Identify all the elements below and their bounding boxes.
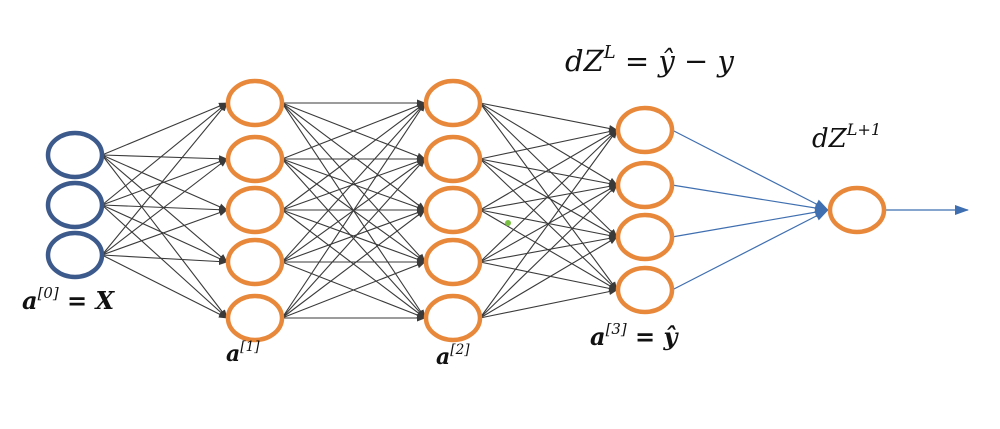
edge-l0-n0-to-n0 — [101, 102, 228, 156]
edge-l0-n2-to-n0 — [101, 102, 228, 256]
edge-l2-n1-to-n0 — [479, 128, 618, 160]
edge-l1-n2-to-n1 — [281, 158, 426, 211]
label-a2: a[2] — [436, 341, 470, 370]
edge-l2-n4-to-n1 — [479, 184, 618, 319]
marker-dot — [505, 220, 511, 226]
edge-l1-n2-to-n0 — [281, 102, 426, 211]
hidden2-node-2 — [423, 185, 483, 235]
edge-l0-n1-to-n0 — [101, 102, 228, 206]
edge-l2-n4-to-n3 — [479, 288, 618, 319]
edge-l1-n3-to-n0 — [281, 102, 426, 263]
edge-l1-n4-to-n3 — [281, 261, 426, 319]
hidden1-node-2 — [225, 185, 285, 235]
output-edge-2 — [671, 207, 829, 238]
hidden3-node-3 — [615, 265, 675, 315]
label-dzl-equation: dZL = ŷ − y — [565, 41, 734, 78]
hidden1-node-0 — [225, 78, 285, 128]
hidden1-node-1 — [225, 134, 285, 184]
edge-l2-n0-to-n0 — [479, 102, 618, 132]
edge-l2-n4-to-n2 — [479, 236, 618, 319]
connection-edges — [101, 99, 969, 322]
edge-l0-n2-to-n1 — [101, 158, 228, 256]
edge-l0-n1-to-n1 — [101, 158, 228, 206]
label-a1: a[1] — [226, 338, 260, 367]
edge-l0-n0-to-n4 — [101, 154, 228, 319]
hidden2-node-4 — [423, 293, 483, 343]
hidden2-node-3 — [423, 237, 483, 287]
hidden3-node-1 — [615, 160, 675, 210]
hidden3-node-0 — [615, 105, 675, 155]
edge-l2-n2-to-n0 — [479, 129, 618, 211]
network-nodes — [45, 78, 887, 343]
edge-l2-n1-to-n1 — [479, 158, 618, 187]
hidden3-node-2 — [615, 212, 675, 262]
input-node-1 — [45, 180, 105, 230]
edge-l0-n2-to-n3 — [101, 254, 228, 266]
edge-l0-n2-to-n4 — [101, 254, 228, 319]
edge-l1-n4-to-n2 — [281, 209, 426, 319]
hidden2-node-0 — [423, 78, 483, 128]
edge-l2-n3-to-n2 — [479, 234, 618, 263]
input-node-0 — [45, 130, 105, 180]
label-a3-equals-yhat: a[3] = ŷ — [590, 319, 678, 351]
edge-l0-n0-to-n3 — [101, 154, 228, 263]
edge-l0-n1-to-n4 — [101, 204, 228, 319]
edge-l2-n3-to-n3 — [479, 261, 618, 292]
edge-l2-n4-to-n0 — [479, 129, 618, 319]
hidden2-node-1 — [423, 134, 483, 184]
output-edge-0 — [671, 129, 829, 211]
edge-l2-n3-to-n0 — [479, 129, 618, 263]
hidden1-node-3 — [225, 237, 285, 287]
edge-l2-n2-to-n1 — [479, 182, 618, 211]
edge-l0-n1-to-n3 — [101, 204, 228, 263]
output-node-0 — [827, 185, 887, 235]
edge-l1-n3-to-n2 — [281, 209, 426, 263]
edge-l1-n4-to-n0 — [281, 102, 426, 319]
output-edge-3 — [671, 209, 829, 291]
hidden1-node-4 — [225, 293, 285, 343]
edge-l1-n1-to-n0 — [281, 102, 426, 160]
input-node-2 — [45, 230, 105, 280]
label-dzl-plus-1: dZL+1 — [812, 119, 882, 154]
edge-l1-n4-to-n1 — [281, 158, 426, 319]
edge-l0-n2-to-n2 — [101, 209, 228, 256]
label-a0-equals-x: a[0] = X — [22, 283, 115, 315]
edge-l0-n0-to-n1 — [101, 154, 228, 163]
output-edge-1 — [671, 184, 829, 213]
